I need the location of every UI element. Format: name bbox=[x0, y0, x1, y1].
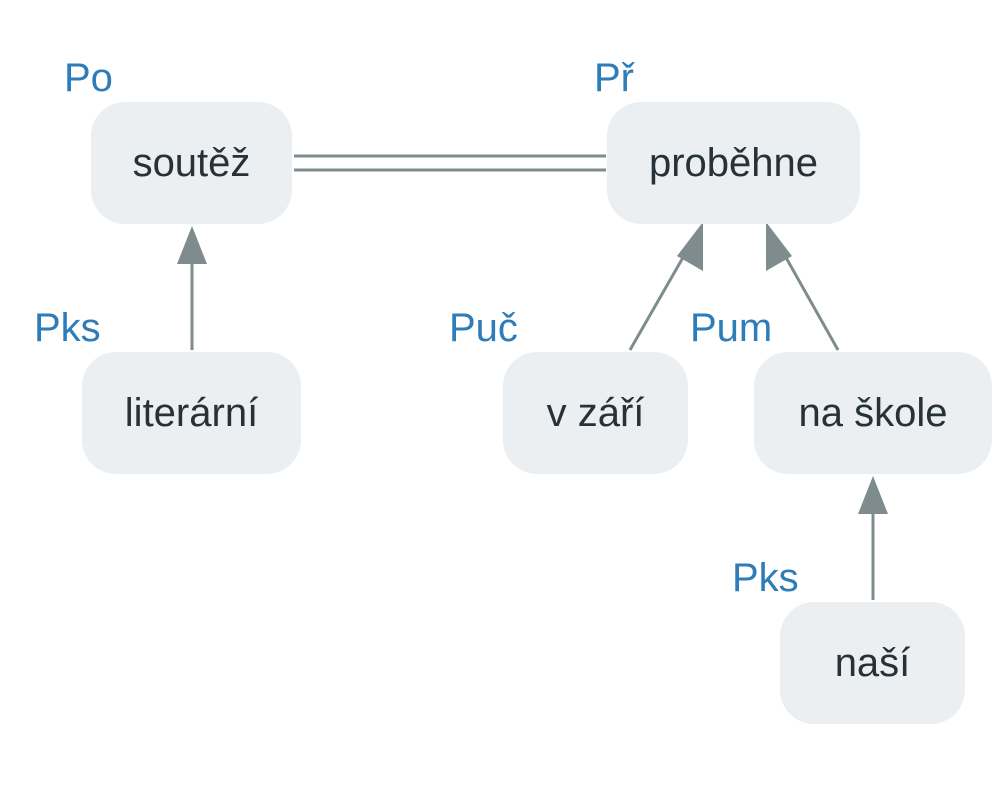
node-v-zari: v září bbox=[503, 352, 688, 474]
arrowhead-probehne-right bbox=[766, 222, 792, 271]
arrowhead-naskole bbox=[858, 476, 888, 514]
role-label-nasi: Pks bbox=[732, 556, 799, 600]
role-label-literarni: Pks bbox=[34, 306, 101, 350]
role-label-probehne: Př bbox=[594, 56, 634, 100]
node-nasi: naší bbox=[780, 602, 965, 724]
edge-naskole-probehne bbox=[782, 253, 840, 351]
node-na-skole: na škole bbox=[754, 352, 992, 474]
role-label-v-zari: Puč bbox=[449, 306, 518, 350]
node-probehne: proběhne bbox=[607, 102, 860, 224]
role-label-na-skole: Pum bbox=[690, 306, 773, 350]
arrowhead-probehne-left bbox=[677, 222, 703, 271]
node-soutez: soutěž bbox=[91, 102, 292, 224]
arrowhead-soutez bbox=[177, 226, 207, 264]
role-label-soutez: Po bbox=[64, 56, 113, 100]
edge-vzari-probehne bbox=[628, 253, 687, 351]
node-literarni: literární bbox=[82, 352, 301, 474]
